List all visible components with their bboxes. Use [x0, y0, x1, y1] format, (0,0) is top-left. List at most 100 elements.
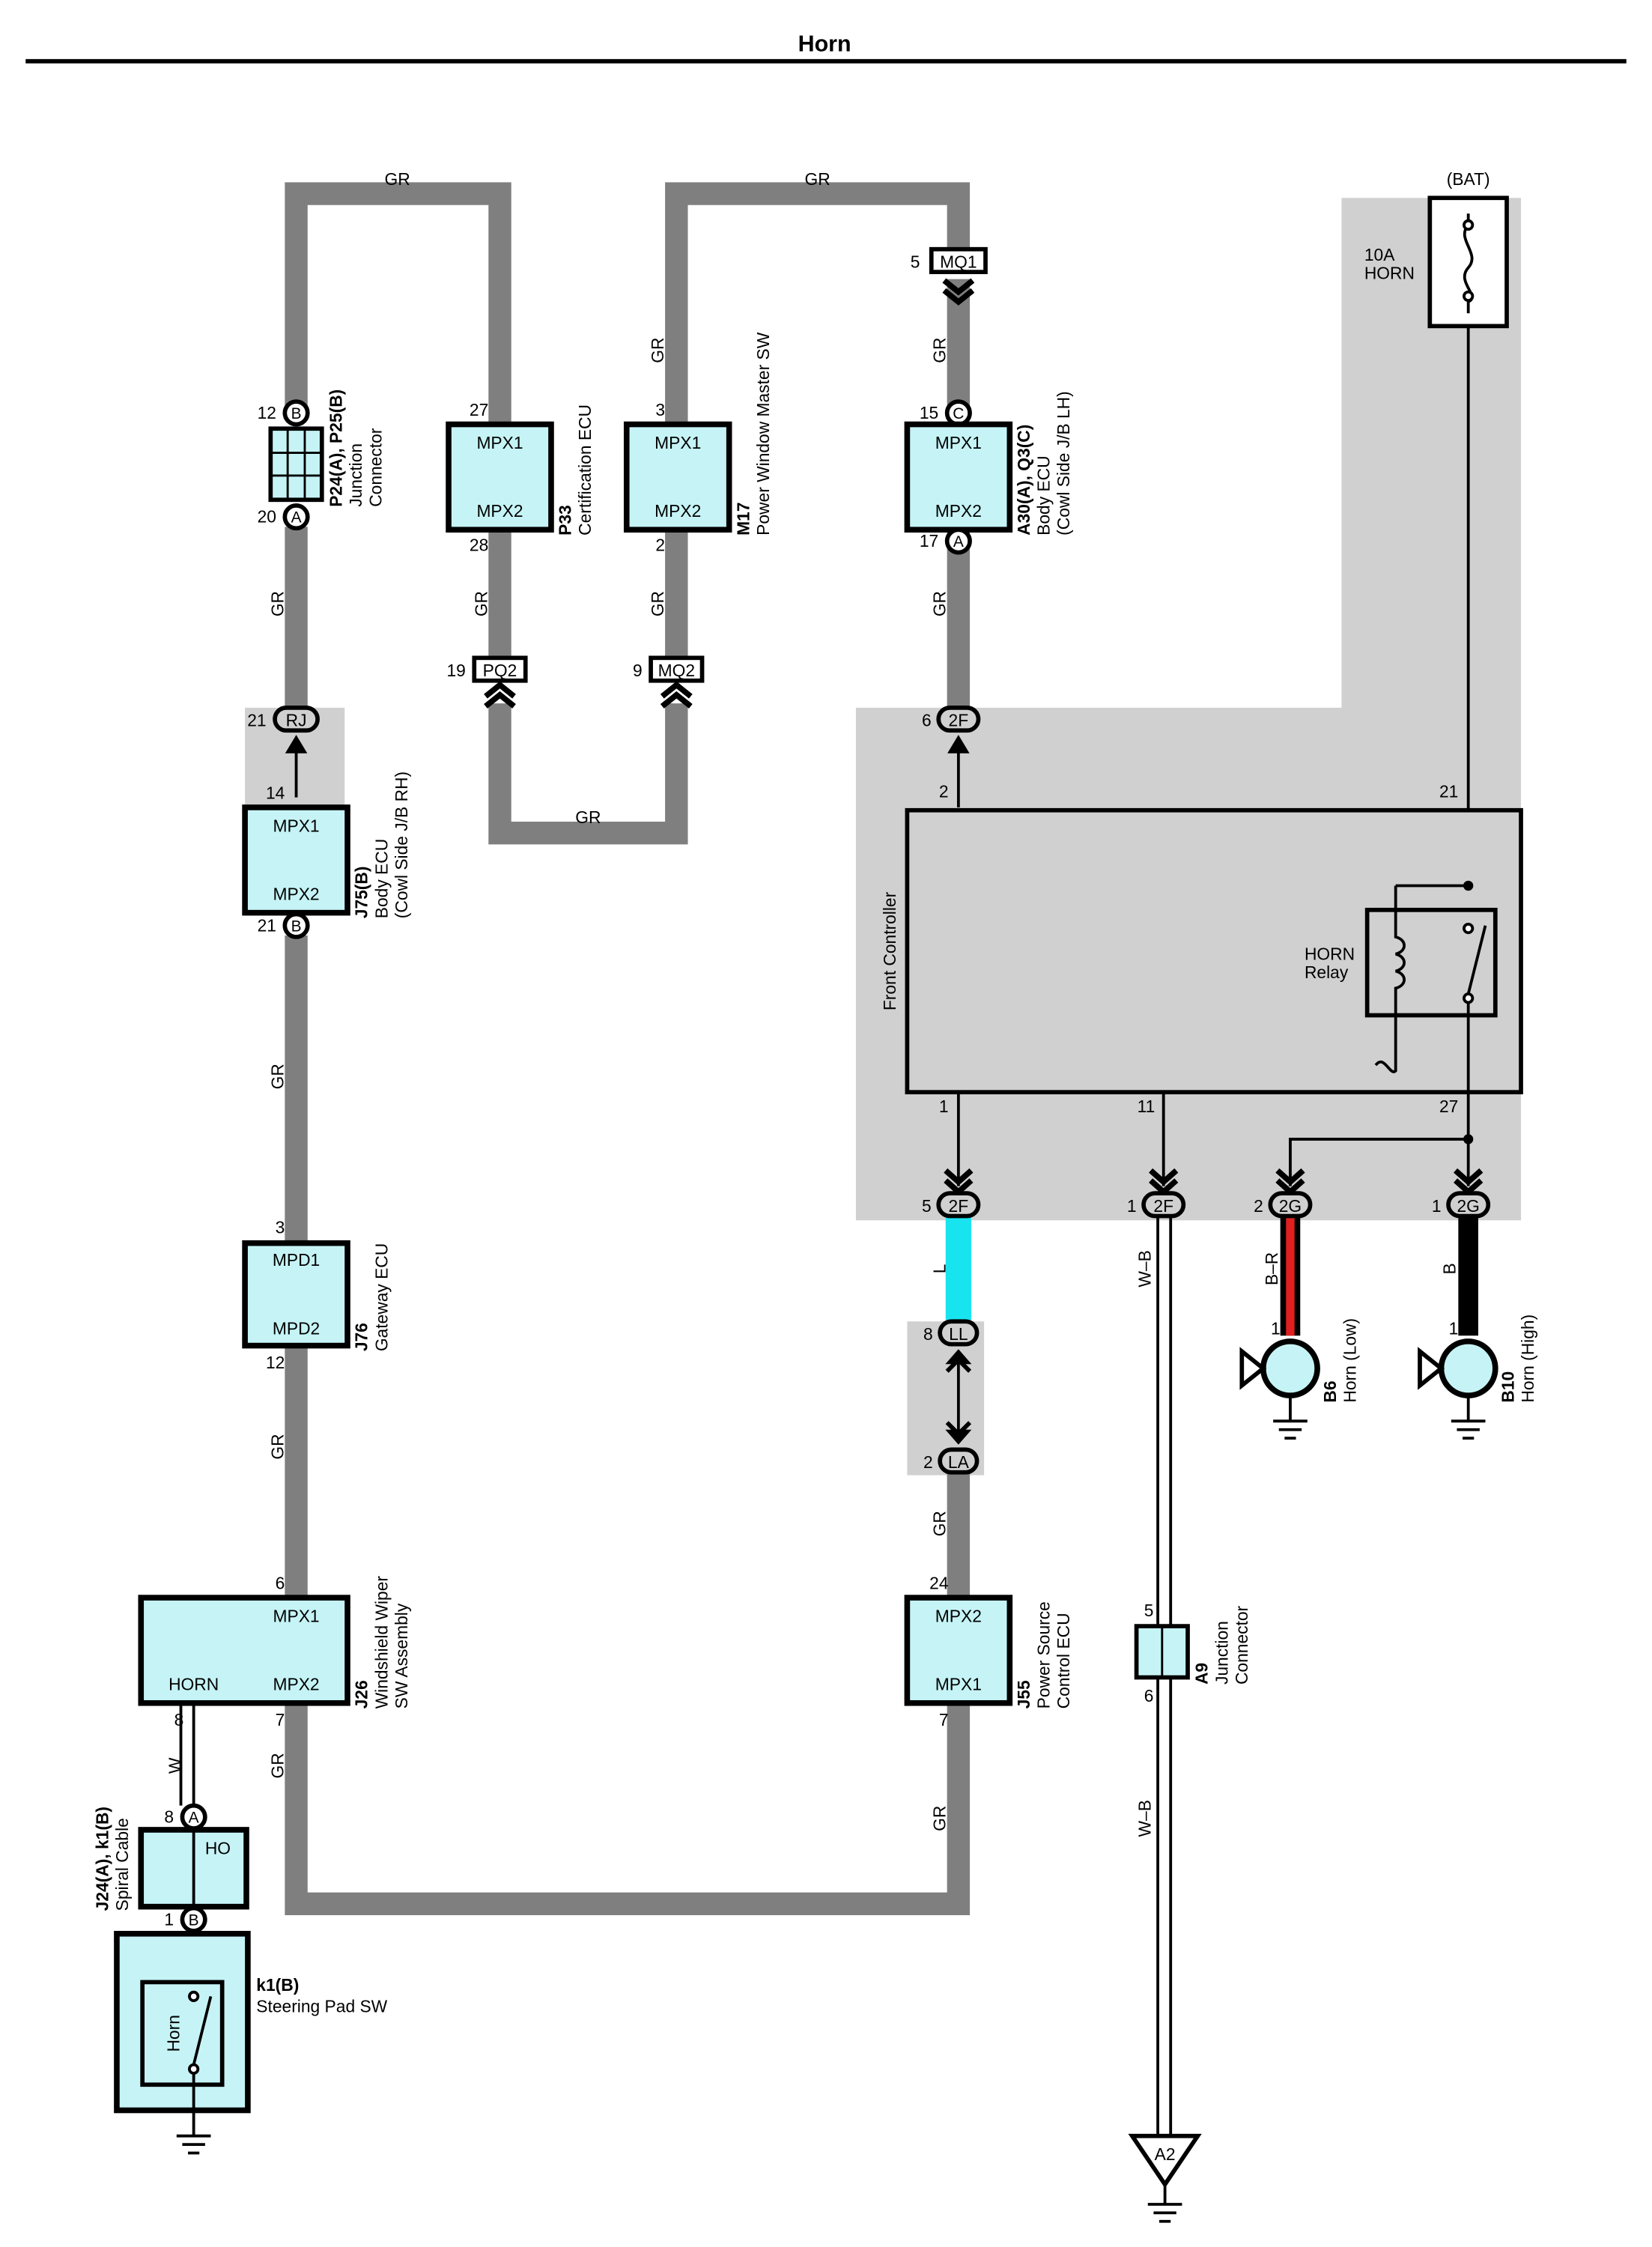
j26-mpx1: MPX1 — [273, 1606, 320, 1625]
horn-switch-label: Horn — [164, 2015, 183, 2052]
connector-ll — [938, 1319, 980, 1347]
pin-circle-p24-b — [282, 399, 310, 427]
fuse-name: HORN — [1364, 264, 1415, 283]
a30-name1: Body ECU — [1034, 455, 1054, 535]
connector-rj — [273, 706, 320, 733]
front-controller-label: Front Controller — [880, 891, 899, 1010]
bat-label: (BAT) — [1447, 169, 1490, 189]
pin-j26-8: 8 — [174, 1710, 184, 1729]
j75-name1: Body ECU — [371, 839, 391, 918]
p33-mpx2: MPX2 — [476, 501, 523, 521]
pin-circle-j75-b — [282, 912, 310, 939]
pin-p24-20: 20 — [258, 507, 276, 527]
j26-name2: SW Assembly — [392, 1603, 411, 1708]
horn-switch-term-bottom — [188, 2063, 200, 2075]
pin-a9-6: 6 — [1144, 1686, 1154, 1705]
connector-la-label: LA — [948, 1452, 970, 1472]
horn-relay — [1364, 907, 1498, 1018]
ecu-m17 — [623, 421, 732, 533]
wire-label-gr-7: GR — [471, 591, 491, 616]
wire-label-l-1: L — [930, 1264, 950, 1274]
pin-2f-5: 5 — [922, 1196, 932, 1216]
relay-contact-b — [1463, 992, 1475, 1004]
pin-2g-2: 2 — [1254, 1196, 1263, 1216]
pin-b10-1: 1 — [1449, 1318, 1459, 1338]
wire-label-wb-2: W–B — [1135, 1800, 1155, 1837]
pin-circle-a30-a-label: A — [953, 533, 964, 551]
pin-ll-8: 8 — [923, 1324, 933, 1344]
j26-code: J26 — [352, 1680, 371, 1708]
node-27 — [1463, 1134, 1474, 1144]
j26-mpx2: MPX2 — [273, 1675, 320, 1694]
ll-la-chevrons — [945, 1356, 972, 1437]
j55-name1: Power Source — [1034, 1601, 1054, 1708]
b10-code: B10 — [1498, 1371, 1518, 1403]
pin-circle-a30-c-label: C — [953, 405, 964, 422]
p33-mpx1: MPX1 — [476, 433, 523, 452]
horn-high-ground-icon — [1451, 1395, 1486, 1440]
p33-name1: Certification ECU — [575, 404, 595, 536]
a30-mpx2: MPX2 — [935, 501, 982, 521]
fuse-term-bottom — [1463, 290, 1475, 303]
p24-name1: Junction — [346, 443, 365, 507]
pin-p33-28: 28 — [470, 536, 488, 555]
horn-low-icon — [1260, 1338, 1320, 1398]
connector-2f-1 — [1141, 1191, 1186, 1219]
pin-circle-j75-b-label: B — [291, 918, 302, 935]
ground-a2-marker — [1128, 2133, 1202, 2189]
pin-front-1: 1 — [939, 1097, 949, 1116]
horn-relay-name1: HORN — [1305, 944, 1355, 963]
pin-circle-p24-a — [282, 503, 310, 531]
b6-code: B6 — [1320, 1380, 1340, 1402]
pin-mq2-9: 9 — [633, 661, 643, 680]
connector-2g-2 — [1268, 1191, 1313, 1219]
pin-mq1: 5 — [911, 252, 920, 271]
ground-a2-label: A2 — [1155, 2144, 1176, 2164]
fuse-term-top — [1463, 219, 1475, 231]
connector-mq1-label: MQ1 — [940, 252, 977, 271]
a9-name2: Connector — [1232, 1605, 1251, 1685]
m17-code: M17 — [733, 502, 753, 535]
wire-label-gr-9: GR — [930, 591, 950, 616]
m17-name1: Power Window Master SW — [753, 332, 773, 536]
pin-front-27: 27 — [1439, 1097, 1458, 1116]
wire-w — [179, 1702, 195, 1806]
wire-label-wb-1: W–B — [1135, 1250, 1155, 1287]
j24-code: J24(A), k1(B) — [93, 1807, 112, 1911]
j76-name1: Gateway ECU — [371, 1243, 391, 1351]
ecu-j75 — [242, 804, 350, 916]
horn-switch-blade — [192, 1995, 213, 2066]
pin-rj-21: 21 — [247, 711, 266, 730]
connector-2f-5 — [936, 1191, 981, 1219]
j55-name2: Control ECU — [1054, 1613, 1073, 1708]
horn-high-bell-icon — [1418, 1347, 1445, 1390]
pin-m17-3: 3 — [655, 400, 665, 419]
pin-2f-6: 6 — [922, 711, 932, 730]
pin-circle-p24-a-label: A — [291, 509, 302, 527]
horn-high-icon — [1438, 1338, 1498, 1398]
j55-mpx2: MPX2 — [935, 1606, 982, 1625]
relay-coil-icon — [1374, 884, 1469, 1073]
pin-a30-15: 15 — [920, 403, 938, 422]
wire-gr-pq2-mq2-loop — [488, 703, 688, 845]
rj-arrow — [285, 735, 308, 798]
connector-2f-1-label: 2F — [1153, 1196, 1173, 1216]
connector-mq1 — [929, 246, 988, 274]
connector-ll-label: LL — [949, 1324, 968, 1344]
pin-j75-14: 14 — [266, 783, 285, 803]
pin-j55-24: 24 — [929, 1574, 949, 1593]
pin-front-2: 2 — [939, 782, 949, 801]
wire-label-gr-5: GR — [930, 338, 950, 363]
connector-rj-label: RJ — [286, 711, 307, 730]
b10-name1: Horn (High) — [1518, 1314, 1537, 1403]
junction-connector-p24 — [268, 426, 324, 503]
connector-pq2 — [472, 655, 528, 683]
pin-b6-1: 1 — [1271, 1318, 1281, 1338]
junction-connector-p24-grid — [270, 428, 322, 500]
horn-low-bell-icon — [1239, 1347, 1267, 1390]
fuse-amp: 10A — [1364, 245, 1395, 264]
ground-a2-icon — [1147, 2184, 1182, 2223]
a30-name2: (Cowl Side J/B LH) — [1054, 391, 1073, 536]
pin-a9-5: 5 — [1144, 1601, 1154, 1620]
